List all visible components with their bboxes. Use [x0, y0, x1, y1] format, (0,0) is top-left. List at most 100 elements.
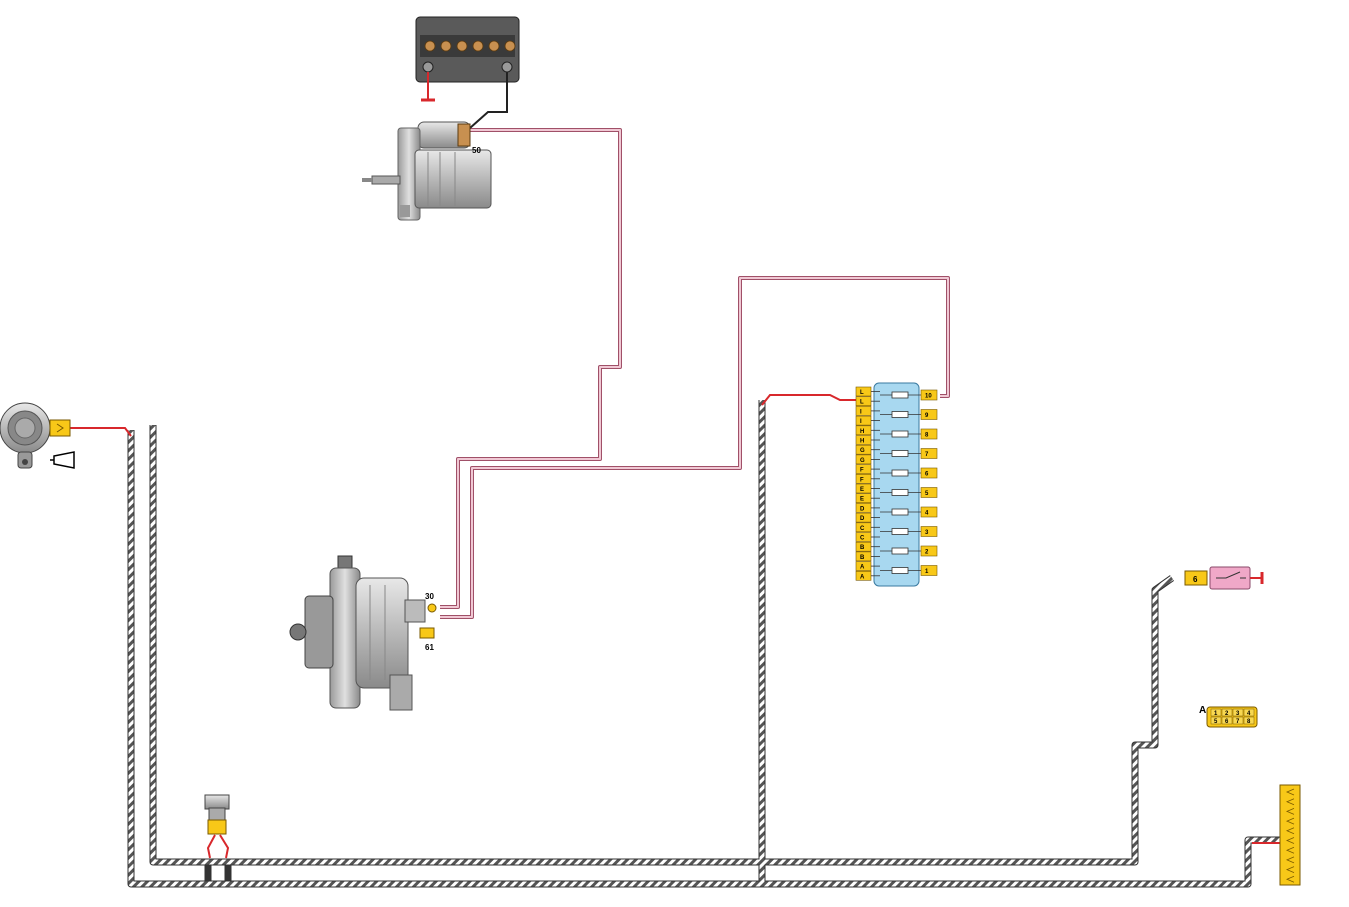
strip-pin [1285, 808, 1295, 815]
fuse-right-pin-label: 10 [925, 394, 932, 400]
fuse-left-pin-label: C [860, 536, 865, 542]
switch-pin-label: 6 [1193, 575, 1198, 584]
fuse [880, 528, 921, 535]
fuse-right-pin: 2 [920, 545, 938, 557]
battery[interactable] [415, 16, 520, 129]
fuse-left-pin-label: B [860, 555, 865, 561]
fuse-left-pin-label: E [860, 487, 864, 493]
fuse [880, 547, 921, 555]
wiring-harness [127, 400, 1282, 888]
fuse-left-pin-label: A [860, 574, 865, 580]
fuse-left-pin-label: L [860, 390, 864, 396]
fuse [880, 450, 921, 457]
connector-a-pin [1232, 708, 1244, 717]
fuse-left-pin-label: I [860, 419, 862, 425]
fuse-right-pin-label: 8 [925, 433, 929, 439]
fuse-right-pin-label: 4 [925, 511, 929, 517]
starter-terminal-50-label: 50 [472, 146, 481, 155]
connector-a-pin-label: 1 [1214, 711, 1218, 717]
connector-a-pin [1243, 716, 1255, 725]
connector-a-pin-label: 8 [1247, 719, 1251, 725]
starter-motor[interactable]: 50 [362, 121, 492, 221]
connector-a-pin-label: 6 [1225, 719, 1229, 725]
fuse [880, 391, 921, 399]
fuse-left-pin: A [855, 570, 880, 581]
alternator[interactable]: 30 61 [289, 555, 437, 711]
connector-a-pin [1221, 716, 1233, 725]
switch[interactable]: 6 [1184, 566, 1264, 590]
fuse-left-pin: L [855, 386, 880, 397]
fuse-left-pin: B [855, 551, 880, 562]
fuse-right-pin: 8 [920, 428, 938, 440]
fuse-left-pin-label: A [860, 565, 865, 571]
fuse [880, 489, 921, 496]
fuse-left-pin: F [855, 473, 880, 484]
fuse-right-pin-label: 5 [925, 491, 929, 497]
fuse [880, 469, 921, 477]
strip-pin [1285, 875, 1295, 883]
fuse-left-pin-label: L [860, 400, 864, 406]
fuse-left-pin-label: C [860, 526, 865, 532]
fuse-left-pin: I [855, 415, 880, 426]
fuses [880, 391, 921, 574]
fuse-left-pin: I [855, 406, 880, 416]
fuse-left-pin: H [855, 435, 880, 445]
fuse-left-pin: L [855, 396, 880, 407]
connector-a-pin-label: 7 [1236, 719, 1240, 725]
fuse-left-pin: D [855, 512, 880, 523]
strip-pin [1285, 798, 1295, 806]
strip-pin [1285, 856, 1295, 864]
fuse-right-pin-label: 2 [925, 550, 929, 556]
strip-pin [1285, 846, 1295, 854]
fuse-left-pin-label: E [860, 497, 864, 503]
fuse-right-pin-label: 3 [925, 530, 929, 536]
horn-icon [50, 451, 75, 469]
fuse-left-pin-label: G [860, 458, 865, 464]
connector-a-pin-label: 3 [1236, 711, 1240, 717]
connector-a-pin [1243, 708, 1255, 717]
fuse-left-pin-label: D [860, 506, 865, 512]
fuse-right-pin-label: 1 [925, 569, 929, 575]
fuse-left-pin-label: F [860, 468, 864, 474]
pink-wires [440, 128, 950, 619]
fuse-left-pin: B [855, 541, 880, 552]
fuse-left-pin-label: B [860, 545, 865, 551]
fuse [880, 411, 921, 418]
alternator-terminal-30-label: 30 [425, 592, 434, 601]
fuse-left-pin: F [855, 464, 880, 474]
battery-negative-terminal [422, 61, 434, 73]
strip-pin [1285, 827, 1295, 835]
fuse-left-pin: C [855, 522, 880, 533]
fuse-left-pin-label: I [860, 409, 862, 415]
fuse-left-pin: A [855, 561, 880, 571]
fuse-left-pin-label: H [860, 439, 864, 445]
fuse-right-pin: 9 [920, 409, 938, 420]
connector-a-pin-label: 4 [1247, 711, 1251, 717]
fuse-right-pin: 3 [920, 526, 938, 537]
fuse-right-pin: 10 [920, 389, 938, 401]
fuse-left-pin-label: G [860, 448, 865, 454]
fuse-right-pin: 5 [920, 487, 938, 498]
harness-connector-right [1279, 784, 1301, 886]
fuse-left-pin-label: H [860, 429, 864, 435]
fuse-left-pin: G [855, 454, 880, 465]
fuse-left-pin: E [855, 493, 880, 504]
battery-positive-terminal [501, 61, 513, 73]
fuse-right-pin-label: 9 [925, 413, 929, 419]
connector-a-pin-label: 5 [1214, 719, 1218, 725]
fuse-left-pin: E [855, 483, 880, 494]
diagnostic-socket[interactable] [204, 794, 230, 835]
strip-pin [1285, 837, 1295, 844]
fuse-left-pin: H [855, 425, 880, 436]
fuse [880, 430, 921, 438]
fuse [880, 508, 921, 516]
strip-pin [1285, 788, 1295, 796]
connector-a-pin [1210, 716, 1222, 725]
horn[interactable] [0, 402, 75, 469]
connector-a-pin-label: 2 [1225, 711, 1229, 717]
strip-pin [1285, 866, 1295, 873]
